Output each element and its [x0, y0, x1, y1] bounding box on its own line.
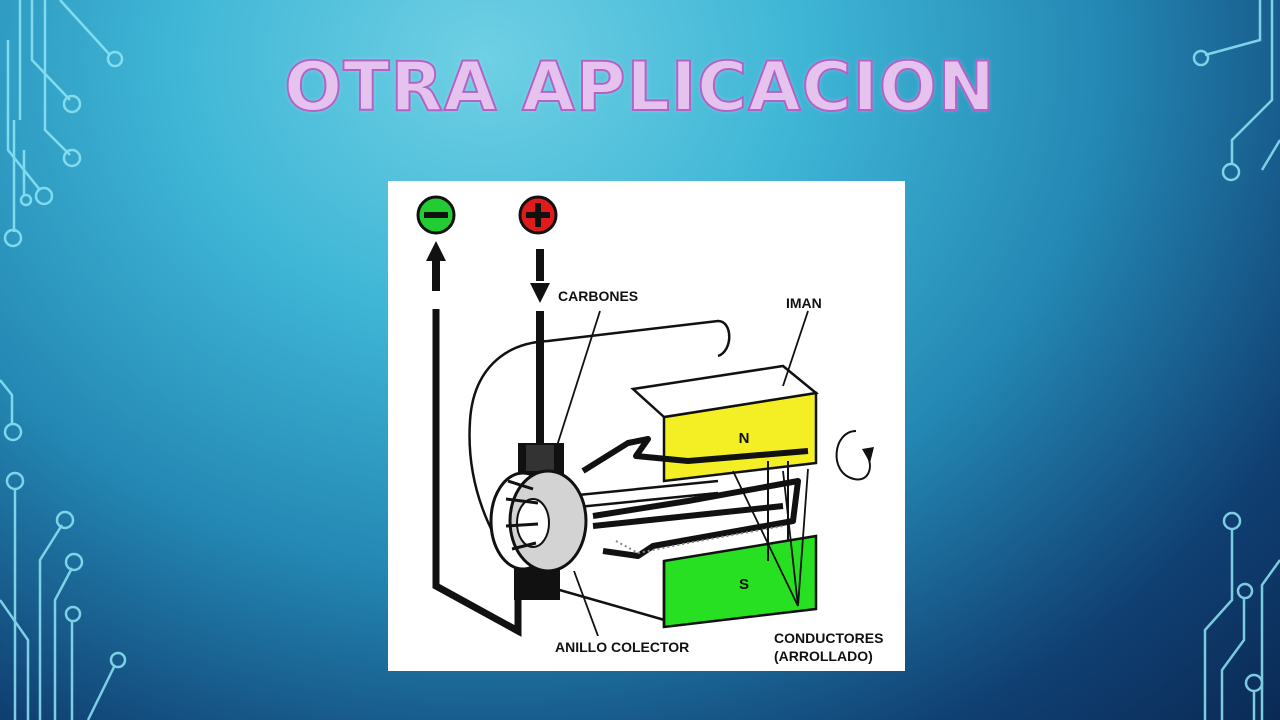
current-in-arrow [530, 249, 550, 303]
current-out-arrow [426, 241, 446, 291]
motor-housing [468, 319, 731, 422]
slide-title: OTRA APLICACION [283, 47, 996, 128]
motor-diagram-svg: N S [416, 195, 883, 664]
magnet-south: S [662, 534, 818, 629]
return-wire [432, 309, 522, 637]
south-pole-label: S [739, 576, 749, 593]
slip-ring [489, 469, 588, 573]
north-pole-label: N [739, 430, 750, 447]
conductors-label: CONDUCTORES [774, 630, 883, 646]
supply-wire [536, 311, 544, 446]
plus-icon [526, 203, 550, 227]
magnet-label: IMAN [786, 295, 822, 311]
leader-lines [555, 310, 809, 637]
negative-terminal [416, 195, 456, 235]
winding-label: (ARROLLADO) [774, 648, 873, 664]
rotation-arrow [835, 430, 874, 481]
motor-diagram: N S [388, 181, 905, 671]
positive-terminal [518, 195, 558, 235]
brushes-label: CARBONES [558, 288, 638, 304]
slip-ring-label: ANILLO COLECTOR [555, 639, 689, 655]
minus-icon [424, 212, 448, 218]
